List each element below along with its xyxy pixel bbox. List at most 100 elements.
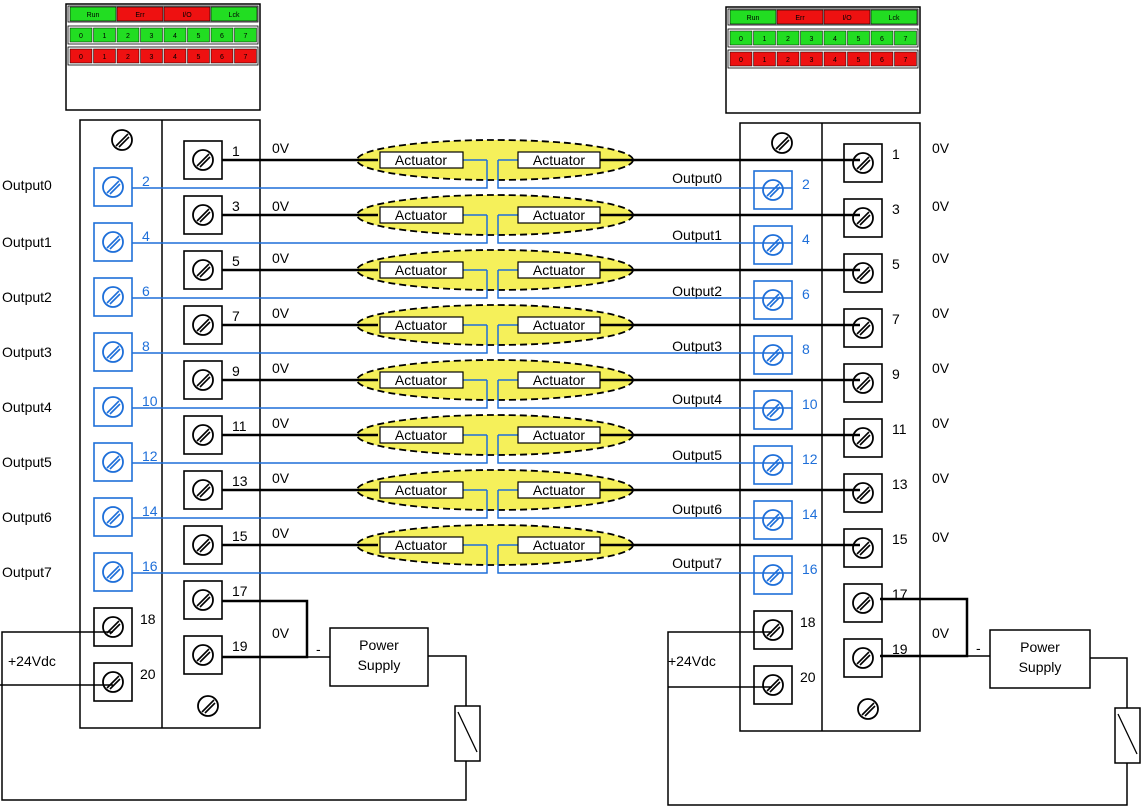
screw-slot: [199, 376, 211, 388]
terminal-number: 2: [802, 176, 810, 192]
screw-slot: [766, 458, 780, 472]
zero-v-label: 0V: [272, 140, 290, 156]
red-led-label: 1: [763, 57, 767, 64]
red-led: [210, 48, 234, 64]
screw-slot: [196, 153, 210, 167]
supply-24vdc-label: +24Vdc: [8, 653, 56, 669]
screw-slot: [766, 403, 780, 417]
red-led-label: 3: [810, 57, 814, 64]
actuator-pair-4: Actuator Actuator: [132, 359, 860, 409]
screw-slot: [766, 348, 780, 362]
terminal-number: 20: [140, 666, 156, 682]
screw-slot: [856, 541, 870, 555]
screw-slot: [196, 263, 210, 277]
terminal-number: 3: [892, 201, 900, 217]
actuator-label: Actuator: [533, 317, 585, 333]
terminal-number: 12: [802, 451, 818, 467]
terminal-number: 13: [232, 473, 248, 489]
screw-slot: [859, 544, 871, 556]
green-led: [140, 27, 163, 43]
red-led: [776, 51, 800, 67]
terminal-5-screw: [192, 259, 214, 281]
screw-slot: [106, 675, 120, 689]
green-led: [69, 27, 93, 43]
screw-slot: [109, 568, 121, 580]
terminal-3-screw: [192, 204, 214, 226]
output-terminal-4-screw: [762, 234, 784, 256]
output-terminal-2: [753, 170, 793, 210]
terminal-17-screw: [192, 589, 214, 611]
green-led-label: 2: [126, 33, 130, 40]
screw-slot: [864, 705, 876, 717]
actuator-box-left: [379, 316, 464, 334]
zero-v-label: 0V: [932, 305, 950, 321]
terminal-9-screw: [852, 372, 874, 394]
terminal-20: [93, 662, 133, 702]
screw-slot: [856, 266, 870, 280]
screw-slot: [196, 648, 210, 662]
output-wire-right: [497, 270, 792, 299]
green-led-label: 0: [739, 36, 743, 43]
terminal-box: [843, 638, 883, 678]
red-led-label: 7: [904, 57, 908, 64]
red-led-label: 5: [197, 54, 201, 61]
actuator-label: Actuator: [395, 207, 447, 223]
output-terminal-16-screw: [102, 561, 124, 583]
green-led: [894, 30, 917, 46]
actuator-box-left: [379, 206, 464, 224]
actuator-box-left: [379, 371, 464, 389]
green-led: [234, 27, 257, 43]
red-led: [847, 51, 870, 67]
green-led-label: 4: [833, 36, 837, 43]
actuator-box-right: [517, 536, 601, 554]
zero-v-label: 0V: [932, 470, 950, 486]
zero-v-label: 0V: [932, 529, 950, 545]
output-terminal-16-screw: [762, 564, 784, 586]
terminal-number: 18: [140, 611, 156, 627]
actuator-label: Actuator: [533, 262, 585, 278]
terminal-3: [183, 195, 223, 235]
terminal-number: 16: [802, 561, 818, 577]
screw-slot: [856, 486, 870, 500]
screw-slot: [859, 159, 871, 171]
supply-loop: [1, 631, 467, 801]
terminal-number: 15: [232, 528, 248, 544]
actuator-box-left: [379, 481, 464, 499]
terminal-number: 6: [142, 283, 150, 299]
terminal-5-screw: [852, 262, 874, 284]
screw-slot: [766, 238, 780, 252]
output-terminal-2: [93, 167, 133, 207]
screw-slot: [859, 269, 871, 281]
screw-slot: [769, 681, 781, 693]
screw-slot: [109, 678, 121, 690]
output-label: Output7: [672, 555, 722, 571]
green-led-label: 6: [220, 33, 224, 40]
status-led-io: [163, 6, 211, 22]
zero-v-label: 0V: [272, 525, 290, 541]
terminal-number: 4: [802, 231, 810, 247]
screw-slot: [106, 620, 120, 634]
screw-slot: [766, 183, 780, 197]
zero-v-label: 0V: [932, 360, 950, 376]
zero-v-label: 0V: [272, 625, 290, 641]
output-wire-right: [497, 435, 792, 464]
output-terminal-4: [753, 225, 793, 265]
red-led-label: 0: [79, 54, 83, 61]
terminal-18-screw: [762, 619, 784, 641]
zero-v-label: 0V: [932, 415, 950, 431]
load-wire-top: [428, 655, 467, 706]
actuator-label: Actuator: [395, 372, 447, 388]
screw-slot: [199, 596, 211, 608]
status-led-label: Err: [135, 12, 145, 19]
actuator-label: Actuator: [395, 427, 447, 443]
output-terminal-2-screw: [102, 176, 124, 198]
terminal-11-screw: [852, 427, 874, 449]
terminal-number: 3: [232, 198, 240, 214]
output-wire-right: [497, 160, 792, 189]
actuator-box-left: [379, 261, 464, 279]
output-terminal-14-screw: [102, 506, 124, 528]
actuator-label: Actuator: [533, 372, 585, 388]
red-led-label: 7: [244, 54, 248, 61]
